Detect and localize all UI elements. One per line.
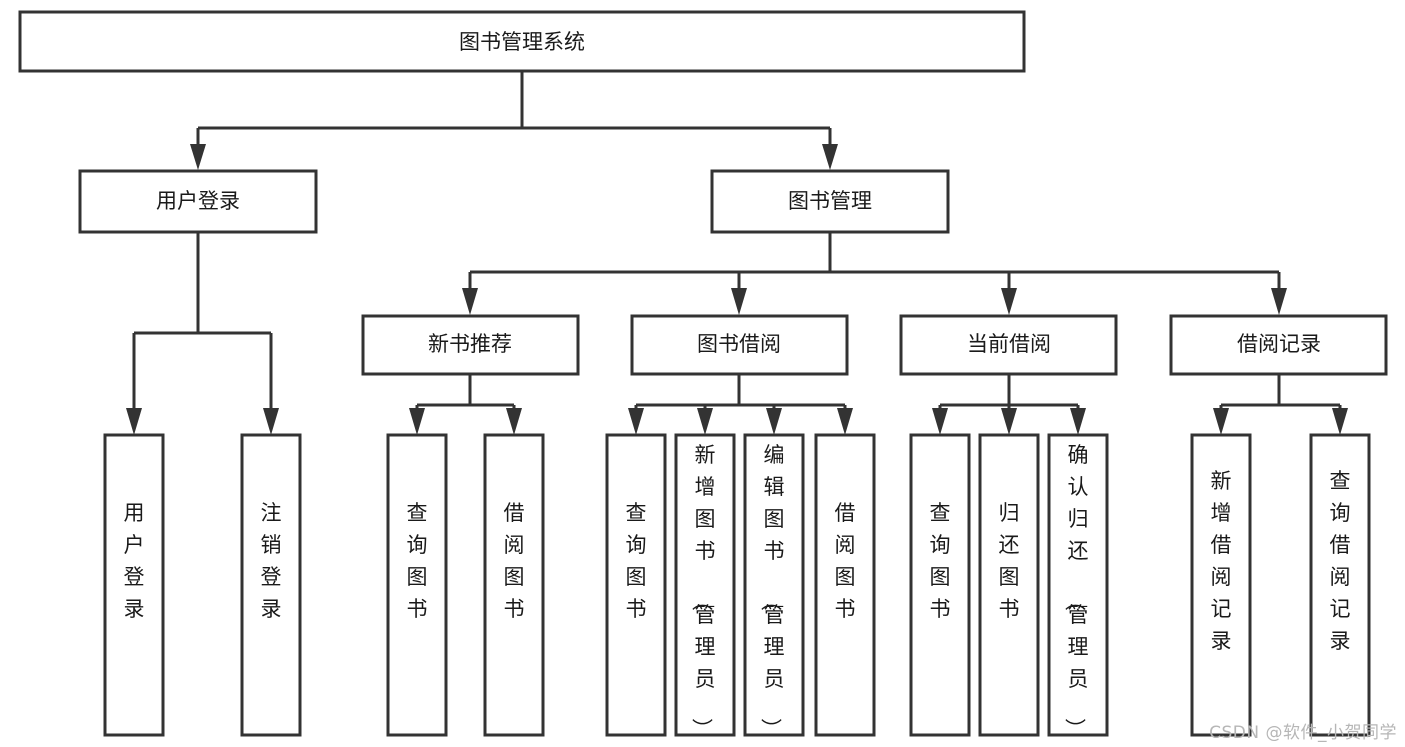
- node-leaf-query-book-1[interactable]: 查询图书: [386, 433, 448, 737]
- node-leaf-return-book[interactable]: 归还图书: [978, 433, 1040, 737]
- node-leaf-return-book-label: 归还图书: [999, 501, 1020, 621]
- node-borrow-record-label: 借阅记录: [1237, 332, 1321, 356]
- node-leaf-logout-label: 注销登录: [261, 501, 282, 621]
- node-leaf-logout[interactable]: 注销登录: [240, 433, 302, 737]
- arrowhead-leaf-borrow-book-1: [506, 408, 522, 435]
- arrowhead-leaf-borrow-book-2: [837, 408, 853, 435]
- connector-group-user-login: [126, 233, 279, 435]
- connector-group-borrow-record: [1213, 374, 1348, 435]
- node-leaf-query-book-2-box[interactable]: [605, 433, 667, 737]
- node-leaf-add-book-label: 新增图书（管理员）: [690, 443, 716, 739]
- arrowhead-new-book-recommend: [462, 288, 478, 315]
- node-new-book-recommend-box[interactable]: [361, 314, 580, 376]
- node-book-borrow-label: 图书借阅: [697, 332, 781, 356]
- connector-group-current-borrow: [932, 374, 1086, 435]
- node-leaf-query-book-1-box[interactable]: [386, 433, 448, 737]
- node-leaf-borrow-book-1-box[interactable]: [483, 433, 545, 737]
- node-leaf-logout-box[interactable]: [240, 433, 302, 737]
- arrowhead-leaf-query-record: [1332, 408, 1348, 435]
- node-leaf-borrow-book-1[interactable]: 借阅图书: [483, 433, 545, 737]
- arrowhead-borrow-record: [1271, 288, 1287, 315]
- node-leaf-edit-book[interactable]: 编辑图书（管理员）: [743, 433, 805, 739]
- node-leaf-confirm-return-box[interactable]: [1047, 433, 1109, 737]
- node-current-borrow[interactable]: 当前借阅: [899, 314, 1118, 376]
- node-new-book-recommend[interactable]: 新书推荐: [361, 314, 580, 376]
- node-leaf-add-record-box[interactable]: [1190, 433, 1252, 737]
- node-leaf-user-login-box[interactable]: [103, 433, 165, 737]
- node-book-manage[interactable]: 图书管理: [710, 169, 950, 234]
- node-borrow-record[interactable]: 借阅记录: [1169, 314, 1388, 376]
- node-leaf-user-login-label: 用户登录: [124, 501, 145, 621]
- node-leaf-user-login[interactable]: 用户登录: [103, 433, 165, 737]
- node-current-borrow-box[interactable]: [899, 314, 1118, 376]
- node-leaf-return-book-box[interactable]: [978, 433, 1040, 737]
- node-leaf-query-book-2-label: 查询图书: [626, 501, 647, 621]
- connector-group-book-borrow: [628, 374, 853, 435]
- node-leaf-query-record-box[interactable]: [1309, 433, 1371, 737]
- arrowhead-user-login: [190, 144, 206, 170]
- arrowhead-leaf-add-record: [1213, 408, 1229, 435]
- node-leaf-add-record[interactable]: 新增借阅记录: [1190, 433, 1252, 737]
- node-book-manage-box[interactable]: [710, 169, 950, 234]
- node-root-box[interactable]: [18, 10, 1026, 73]
- node-borrow-record-box[interactable]: [1169, 314, 1388, 376]
- node-leaf-query-book-3[interactable]: 查询图书: [909, 433, 971, 737]
- arrowhead-leaf-query-book-2: [628, 408, 644, 435]
- node-root[interactable]: 图书管理系统: [18, 10, 1026, 73]
- node-user-login-box[interactable]: [78, 169, 318, 234]
- node-book-borrow-box[interactable]: [630, 314, 849, 376]
- arrowhead-current-borrow: [1001, 288, 1017, 315]
- arrowhead-book-manage: [822, 144, 838, 170]
- arrowhead-leaf-query-book-1: [409, 408, 425, 435]
- node-book-manage-label: 图书管理: [788, 189, 872, 213]
- arrowhead-leaf-edit-book: [766, 408, 782, 435]
- arrowhead-leaf-add-book: [697, 408, 713, 435]
- node-current-borrow-label: 当前借阅: [967, 332, 1051, 356]
- arrowhead-leaf-user-login: [126, 408, 142, 435]
- arrowhead-leaf-query-book-3: [932, 408, 948, 435]
- node-user-login[interactable]: 用户登录: [78, 169, 318, 234]
- node-leaf-confirm-return[interactable]: 确认归还（管理员）: [1047, 433, 1109, 739]
- node-leaf-query-book-2[interactable]: 查询图书: [605, 433, 667, 737]
- arrowhead-leaf-return-book: [1001, 408, 1017, 435]
- node-leaf-add-book[interactable]: 新增图书（管理员）: [674, 433, 736, 739]
- node-leaf-query-book-1-label: 查询图书: [407, 501, 428, 621]
- node-leaf-confirm-return-label: 确认归还（管理员）: [1063, 443, 1089, 739]
- node-leaf-borrow-book-1-label: 借阅图书: [504, 501, 525, 621]
- node-leaf-query-book-3-label: 查询图书: [930, 501, 951, 621]
- node-root-label: 图书管理系统: [459, 30, 585, 54]
- node-book-borrow[interactable]: 图书借阅: [630, 314, 849, 376]
- node-leaf-borrow-book-2-label: 借阅图书: [835, 501, 856, 621]
- arrowhead-leaf-logout: [263, 408, 279, 435]
- arrowhead-leaf-confirm-return: [1070, 408, 1086, 435]
- connector-group-root: [190, 71, 838, 170]
- node-leaf-edit-book-label: 编辑图书（管理员）: [759, 443, 785, 739]
- node-leaf-query-book-3-box[interactable]: [909, 433, 971, 737]
- connector-group-book-manage: [462, 233, 1287, 315]
- node-leaf-add-book-box[interactable]: [674, 433, 736, 737]
- arrowhead-book-borrow: [731, 288, 747, 315]
- node-leaf-edit-book-box[interactable]: [743, 433, 805, 737]
- node-leaf-borrow-book-2-box[interactable]: [814, 433, 876, 737]
- node-leaf-add-record-label: 新增借阅记录: [1211, 469, 1232, 653]
- node-user-login-label: 用户登录: [156, 189, 240, 213]
- node-leaf-query-record[interactable]: 查询借阅记录: [1309, 433, 1371, 737]
- connector-group-new-book-recommend: [409, 374, 522, 435]
- node-new-book-recommend-label: 新书推荐: [428, 332, 512, 356]
- node-leaf-query-record-label: 查询借阅记录: [1330, 469, 1351, 653]
- node-leaf-borrow-book-2[interactable]: 借阅图书: [814, 433, 876, 737]
